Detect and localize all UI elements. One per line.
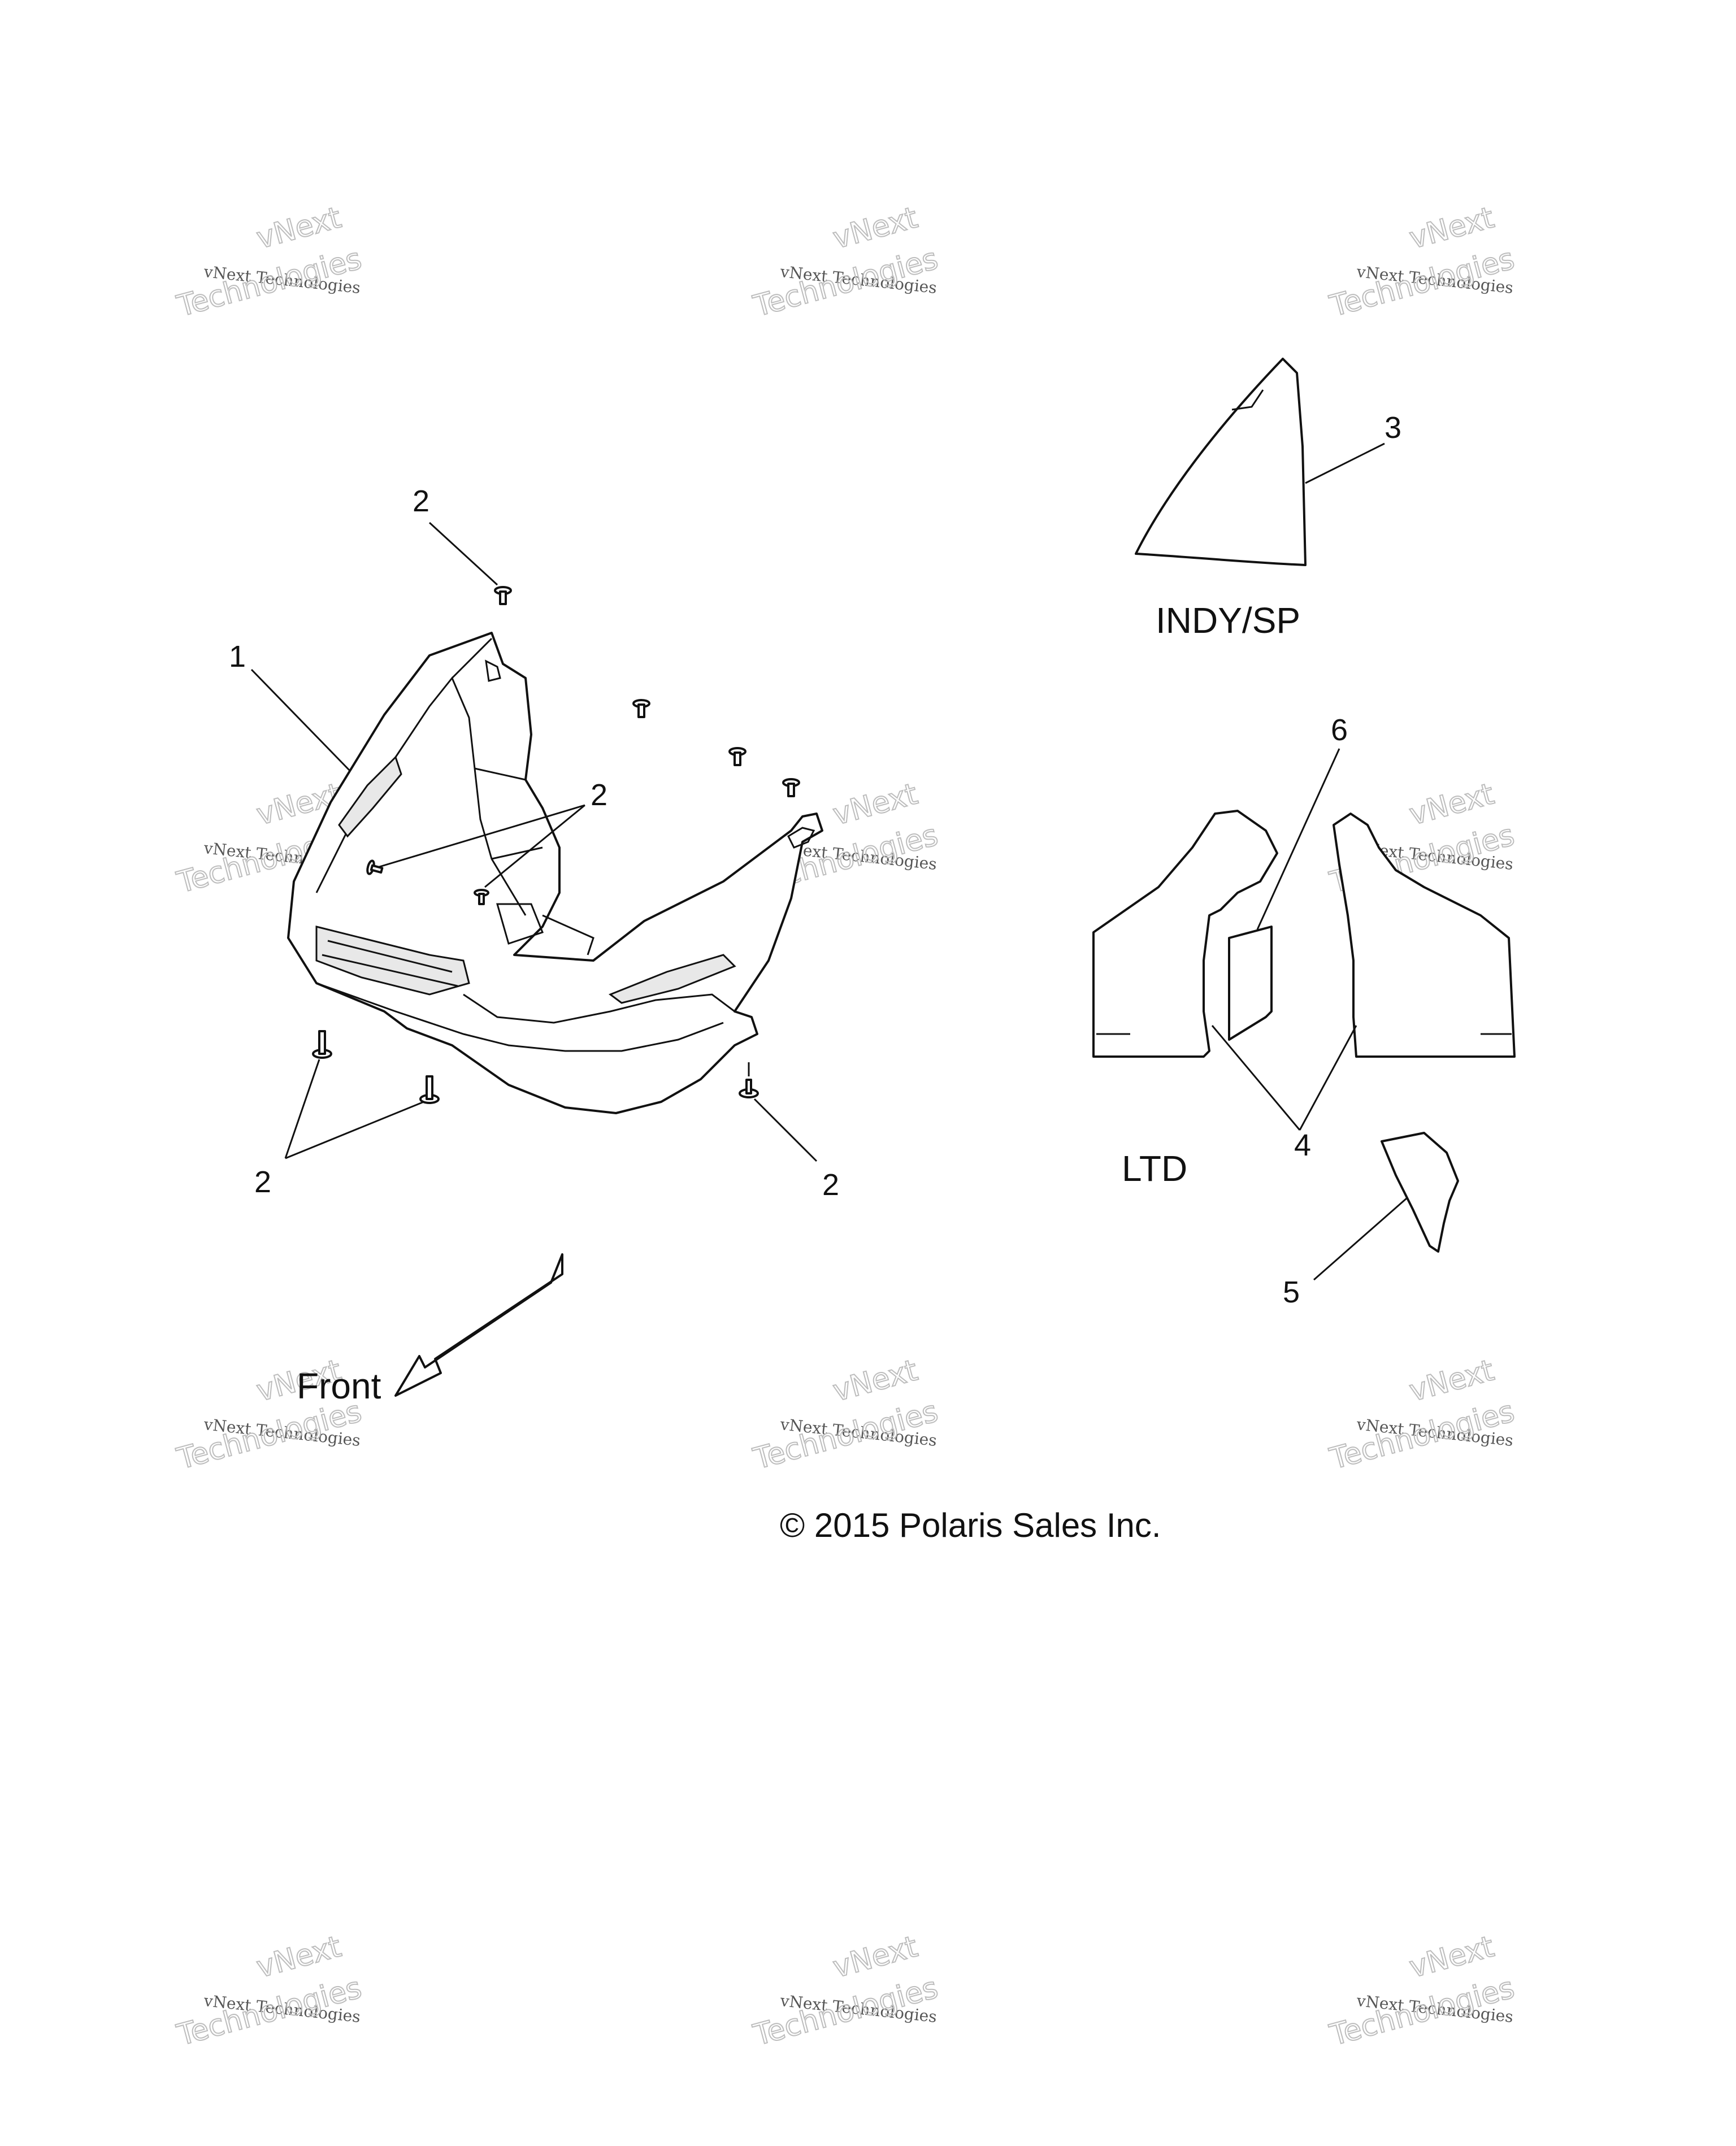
nose-pan-right-vent xyxy=(608,954,736,1004)
watermark-tile: vNext vNext Technologies Technologies xyxy=(173,200,366,324)
callout-1: 1 xyxy=(229,640,246,674)
watermark-text-large: vNext xyxy=(1406,1353,1498,1408)
callout-4: 4 xyxy=(1294,1128,1311,1162)
part-4-left-panel xyxy=(1092,810,1278,1058)
watermark-text-large: vNext xyxy=(253,201,345,255)
callout-2-mid: 2 xyxy=(591,778,607,812)
callout-2-bottom-right: 2 xyxy=(822,1168,839,1202)
push-rivet xyxy=(494,586,512,605)
leader-1 xyxy=(250,668,351,772)
part-6-center-insert xyxy=(1228,926,1273,1041)
leader-2-bl xyxy=(284,1059,424,1159)
watermark-text-large: vNext xyxy=(1406,201,1498,255)
leader-6 xyxy=(1256,748,1340,930)
leader-2-top xyxy=(428,522,498,586)
part-1-nose-pan xyxy=(287,632,823,1114)
leader-4 xyxy=(1211,1025,1357,1131)
callout-3: 3 xyxy=(1385,411,1401,445)
front-label: Front xyxy=(297,1366,381,1406)
leader-5 xyxy=(1313,1197,1408,1281)
watermark-text-large: vNext xyxy=(253,1930,345,1984)
push-rivet xyxy=(419,1075,440,1104)
leader-lines xyxy=(250,442,1408,1281)
watermark-tile: vNext vNext Technologies Technologies xyxy=(749,1929,942,2053)
variant-label-indy-sp: INDY/SP xyxy=(1156,600,1300,641)
nose-pan-center-bracket xyxy=(496,903,594,955)
push-rivet xyxy=(632,699,650,718)
watermark-tile: vNext vNext Technologies Technologies xyxy=(1326,1929,1518,2053)
callout-2-bottom-left: 2 xyxy=(254,1165,271,1199)
watermark-tile: vNext vNext Technologies Technologies xyxy=(173,1929,366,2053)
nose-pan-left-vent xyxy=(338,755,402,838)
nose-pan-bumper-detail xyxy=(322,940,458,987)
callout-2-top: 2 xyxy=(413,484,429,518)
nose-pan-inner-panel-edge xyxy=(451,637,543,860)
callout-5: 5 xyxy=(1283,1275,1300,1309)
watermark-text-large: vNext xyxy=(830,201,921,255)
leader-2-mid xyxy=(377,804,585,888)
leader-2-br xyxy=(753,1098,818,1162)
nose-pan-mount-tab xyxy=(485,659,501,682)
watermark-text-large: vNext xyxy=(830,1353,921,1408)
watermark-tile: vNext vNext Technologies Technologies xyxy=(1326,1353,1518,1477)
part-3-windshield xyxy=(1135,358,1307,566)
watermark-text-large: vNext xyxy=(830,1930,921,1984)
push-rivet xyxy=(312,1030,332,1059)
nose-pan-mount-tab xyxy=(787,827,815,849)
front-direction-arrow xyxy=(394,1253,563,1397)
watermark-text-large: vNext xyxy=(1406,777,1498,832)
part-4-right-panel xyxy=(1333,813,1516,1058)
watermark-tile: vNext vNext Technologies Technologies xyxy=(749,200,942,324)
windshield-notch xyxy=(1231,389,1264,411)
watermark-tile: vNext vNext Technologies Technologies xyxy=(1326,200,1518,324)
nose-pan-belly-line xyxy=(316,982,724,1052)
callout-6: 6 xyxy=(1331,713,1348,747)
variant-label-ltd: LTD xyxy=(1122,1148,1187,1189)
callouts: 1 2 2 2 2 3 4 5 6 xyxy=(229,411,1401,1309)
watermark-tile: vNext vNext Technologies Technologies xyxy=(749,1353,942,1477)
push-rivet xyxy=(739,1079,759,1098)
push-rivet xyxy=(728,747,747,766)
part-5-trim xyxy=(1381,1132,1459,1253)
copyright-notice: © 2015 Polaris Sales Inc. xyxy=(780,1506,1161,1544)
push-rivet xyxy=(474,889,489,905)
watermark-text-large: vNext xyxy=(1406,1930,1498,1984)
fasteners xyxy=(312,586,800,1104)
watermark-text-large: vNext xyxy=(830,777,921,832)
nose-pan-bumper xyxy=(315,926,470,996)
leader-3 xyxy=(1305,442,1385,484)
push-rivet xyxy=(782,778,800,797)
nose-pan-belly-line xyxy=(463,993,735,1024)
push-rivet xyxy=(366,859,384,875)
